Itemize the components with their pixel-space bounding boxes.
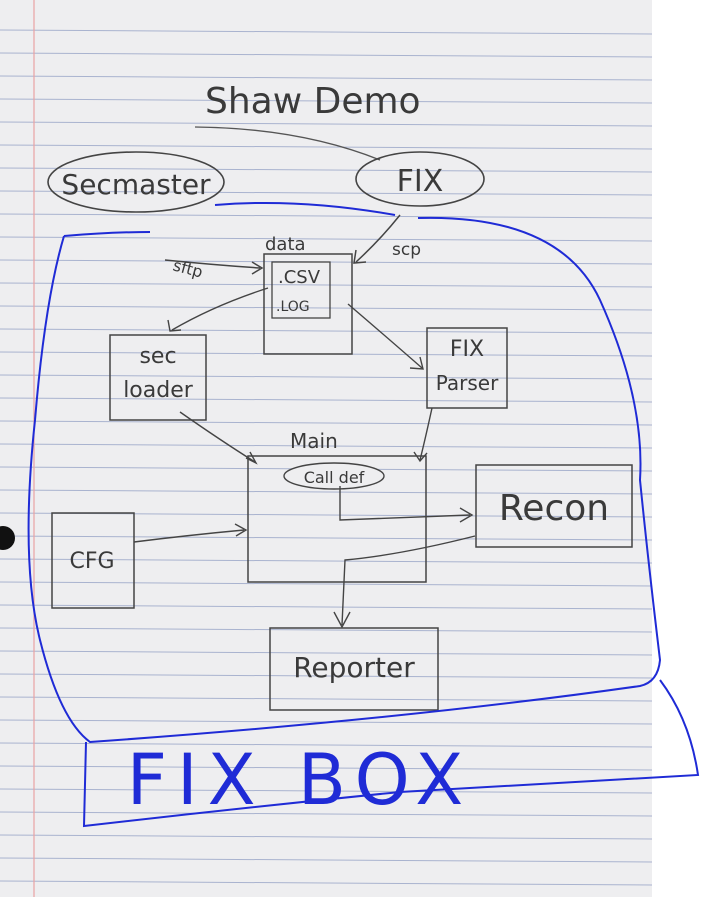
ruled-line [0, 788, 653, 794]
node-fix-parser: FIX Parser [426, 327, 508, 409]
fix-label: FIX [397, 164, 444, 199]
sec-loader-line1: sec [139, 344, 176, 369]
cfg-to-main-arrowhead [234, 523, 248, 537]
binder-hole [0, 526, 15, 550]
fix-parser-line1: FIX [450, 337, 484, 362]
data-to-parser-arrowhead [409, 356, 424, 370]
parser-to-main-arrow [419, 407, 433, 461]
recon-label: Recon [499, 488, 609, 529]
ruled-line [0, 673, 653, 679]
ruled-line [0, 98, 653, 104]
fix-box-label: FIX BOX [127, 739, 473, 821]
fix-box-label-frame [82, 679, 700, 828]
node-secmaster: Secmaster [47, 151, 225, 213]
ruled-line [0, 190, 653, 196]
sftp-arrow [164, 259, 261, 269]
sftp-arrowhead [251, 261, 264, 275]
fix-box-boundary [27, 201, 662, 744]
scp-arrow [355, 214, 401, 263]
ruled-line [0, 443, 653, 449]
node-cfg: CFG [51, 512, 135, 609]
recon-to-reporter-arrow [341, 535, 476, 626]
ruled-line [0, 627, 653, 633]
ruled-line [0, 121, 653, 127]
ruled-line [0, 282, 653, 288]
node-sec-loader: sec loader [109, 334, 207, 421]
ruled-line [0, 144, 653, 150]
ruled-line [0, 604, 653, 610]
main-to-recon-arrow [339, 486, 471, 521]
reporter-label: Reporter [293, 651, 415, 684]
ruled-line [0, 420, 653, 426]
ruled-line [0, 305, 653, 311]
ruled-line [0, 397, 653, 403]
ruled-line [0, 834, 653, 840]
ruled-line [0, 75, 653, 81]
main-to-recon-arrowhead [459, 507, 474, 523]
data-log-label: .LOG [276, 299, 310, 315]
call-def-label: Call def [304, 468, 365, 487]
ruled-line [0, 52, 653, 58]
ruled-line [0, 29, 653, 35]
node-recon: Recon [475, 464, 633, 548]
ruled-line [0, 880, 653, 886]
data-to-parser-arrow [347, 303, 423, 369]
scp-arrowhead [353, 249, 367, 264]
ruled-line [0, 167, 653, 173]
ruled-line [0, 581, 653, 587]
cfg-to-main-arrow [133, 529, 245, 543]
ruled-line [0, 857, 653, 863]
paper [0, 0, 652, 897]
title-underline [194, 126, 381, 161]
diagram-title: Shaw Demo [205, 81, 421, 122]
scp-label: scp [392, 240, 421, 260]
node-data: data .CSV .LOG [263, 234, 353, 355]
ruled-line [0, 328, 653, 334]
ruled-line [0, 558, 653, 564]
ruled-line [0, 535, 653, 541]
data-label: data [265, 234, 306, 255]
ruled-line [0, 742, 653, 748]
ruled-line [0, 696, 653, 702]
ruled-line [0, 811, 653, 817]
data-csv-label: .CSV [278, 267, 321, 288]
parser-to-main-arrowhead [413, 451, 428, 463]
ruled-line [0, 213, 653, 219]
ruled-line [0, 374, 653, 380]
node-main: Main Call def [247, 429, 427, 583]
ruled-line [0, 650, 653, 656]
node-reporter: Reporter [269, 627, 439, 711]
node-fix: FIX [355, 151, 485, 207]
data-to-secloader-arrow [171, 287, 269, 331]
sec-loader-line2: loader [123, 378, 194, 403]
secmaster-label: Secmaster [61, 168, 211, 201]
secloader-to-main-arrow [179, 411, 256, 463]
ruled-line [0, 765, 653, 771]
cfg-label: CFG [69, 549, 114, 574]
data-to-secloader-arrowhead [167, 319, 182, 332]
main-label: Main [290, 429, 338, 453]
fix-parser-line2: Parser [436, 371, 499, 395]
secloader-to-main-arrowhead [245, 451, 258, 465]
ruled-line [0, 489, 653, 495]
recon-to-reporter-arrowhead [333, 611, 351, 629]
